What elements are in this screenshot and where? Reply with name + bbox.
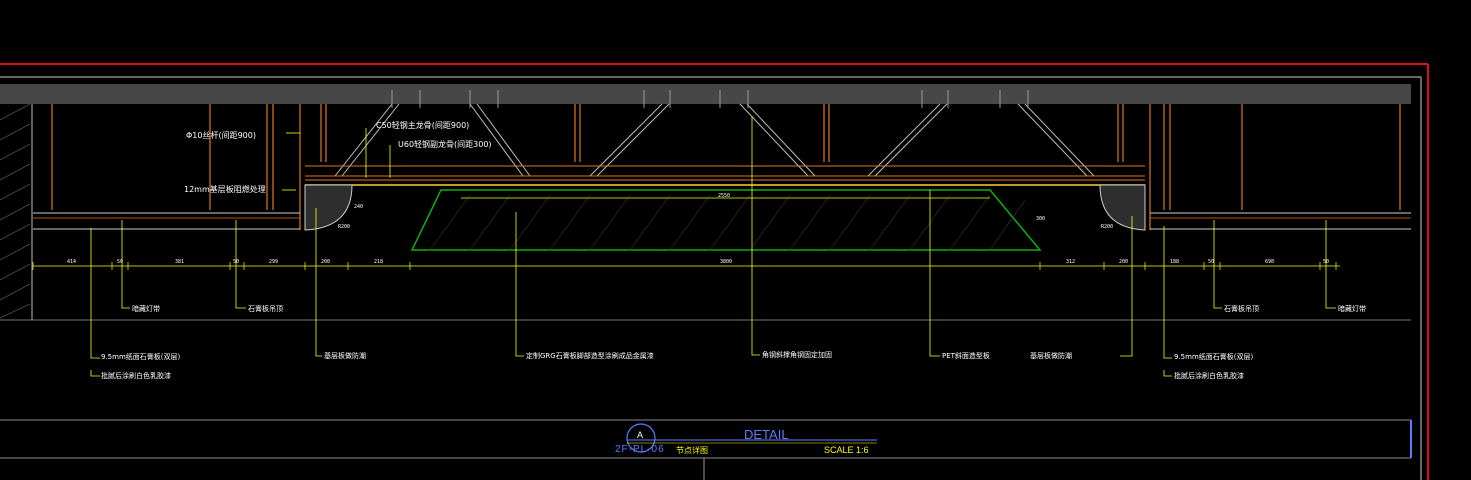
dim-radius-left: R200: [338, 224, 351, 230]
leader-lines: [90, 116, 1336, 377]
detail-bubble-id: A: [637, 430, 644, 440]
label-gypsum-left: 9.5mm纸面石膏板(双层): [101, 353, 181, 361]
label-steel-brace: 角钢斜撑角钢固定加固: [762, 351, 832, 359]
dim-9: 200: [1119, 259, 1129, 265]
label-u60-channel: U60轻钢副龙骨(间距300): [398, 140, 492, 149]
dim-3: 50: [233, 259, 240, 265]
dim-radius-right: R200: [1101, 224, 1114, 230]
detail-bubble: [626, 423, 656, 453]
dim-13: 50: [1323, 259, 1330, 265]
grg-corner-left: [304, 184, 353, 231]
drawing-scale: SCALE 1:6: [824, 445, 869, 455]
dim-12: 698: [1265, 259, 1275, 265]
dim-0: 414: [67, 259, 77, 265]
label-rod: Φ10丝杆(间距900): [186, 131, 256, 140]
drawing-name: 节点详图: [676, 446, 708, 455]
dim-2: 381: [175, 259, 185, 265]
label-c50-channel: C50轻钢主龙骨(间距900): [376, 121, 470, 130]
label-gypsum-right: 9.5mm纸面石膏板(双层): [1174, 353, 1254, 361]
label-light-left: 暗藏灯带: [132, 305, 160, 313]
grg-hatch: [429, 194, 1026, 251]
dim-height-right: 300: [1036, 216, 1046, 222]
grg-trough: [410, 189, 1042, 251]
concrete-slab: [0, 84, 1411, 104]
title-block-lines: [0, 419, 1411, 480]
label-base-right: 基层板做防潮: [1030, 352, 1072, 360]
label-grg: 定制GRG石膏板脚部造型涂刷成品金属漆: [526, 352, 654, 360]
dim-6: 218: [374, 259, 384, 265]
sheet-frame: [0, 63, 1429, 480]
dimension-line: [32, 262, 1340, 270]
angle-braces: [334, 103, 1095, 177]
label-base-left: 基层板做防潮: [324, 352, 366, 360]
dim-1: 50: [117, 259, 124, 265]
dim-11: 50: [1208, 259, 1215, 265]
hanger-rods: [51, 104, 1401, 230]
dim-5: 200: [321, 259, 331, 265]
label-stone-right: 石膏板吊顶: [1224, 305, 1259, 313]
dim-7: 3800: [720, 259, 733, 265]
left-wall-hatch: [0, 103, 31, 319]
label-plywood: 12mm基层板阻燃处理: [184, 185, 266, 194]
dim-inner-top: 2550: [718, 193, 731, 199]
label-pet: PET斜面造型板: [942, 352, 990, 360]
label-paint-right: 批腻后涂刷白色乳胶漆: [1174, 372, 1244, 380]
dim-8: 312: [1066, 259, 1076, 265]
label-stone-left: 石膏板吊顶: [248, 305, 283, 313]
brace-anchors: [391, 90, 1029, 108]
dim-10: 188: [1170, 259, 1180, 265]
label-light-right: 暗藏灯带: [1338, 305, 1366, 313]
main-channel: [305, 165, 1145, 181]
grg-corner-right: [1099, 184, 1146, 231]
label-paint-left: 批腻后涂刷白色乳胶漆: [101, 372, 171, 380]
dim-height-left: 240: [354, 204, 364, 210]
detail-title: DETAIL: [744, 427, 789, 442]
side-ceilings: [33, 212, 1411, 230]
drawing-ref: 2F-PL-06: [615, 444, 665, 455]
dim-4: 299: [269, 259, 279, 265]
